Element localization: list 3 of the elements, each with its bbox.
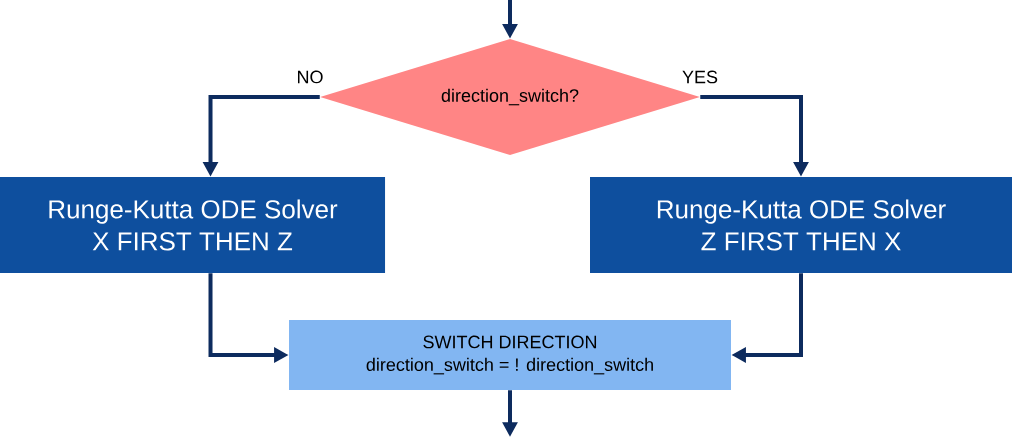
process-box: Runge-Kutta ODE Solver X FIRST THEN Z — [0, 177, 386, 273]
process-box: Runge-Kutta ODE Solver Z FIRST THEN X — [590, 177, 1012, 273]
process-box: SWITCH DIRECTION direction_switch = ! direction_switch — [289, 320, 731, 390]
